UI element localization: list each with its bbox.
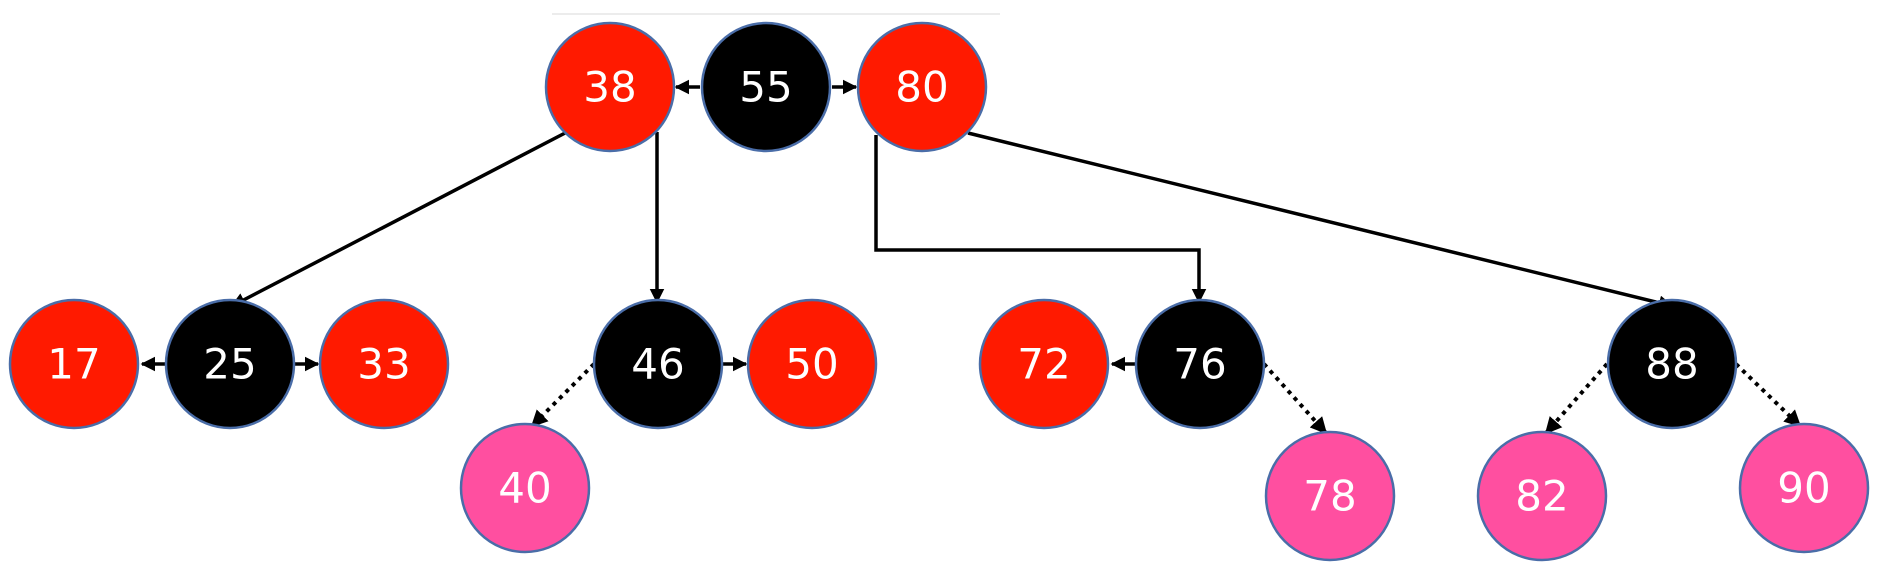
- node-label: 50: [785, 340, 838, 389]
- node-circle: [544, 21, 676, 153]
- node-76: 76: [1134, 298, 1266, 430]
- node-label: 90: [1777, 464, 1830, 513]
- node-50: 50: [746, 298, 878, 430]
- edge-38-25: [230, 130, 568, 308]
- node-25: 25: [164, 298, 296, 430]
- node-circle: [1264, 430, 1396, 562]
- node-90: 90: [1738, 422, 1870, 554]
- node-label: 82: [1515, 472, 1568, 521]
- edge-76-78: [1262, 362, 1328, 435]
- node-label: 78: [1303, 472, 1356, 521]
- node-circle: [700, 21, 832, 153]
- node-circle: [459, 422, 591, 554]
- node-17: 17: [8, 298, 140, 430]
- edge-80-88: [967, 131, 1674, 310]
- node-46: 46: [592, 298, 724, 430]
- node-label: 72: [1017, 340, 1070, 389]
- node-label: 40: [498, 464, 551, 513]
- node-label: 38: [583, 63, 636, 112]
- node-circle: [856, 21, 988, 153]
- node-label: 88: [1645, 340, 1698, 389]
- node-label: 46: [631, 340, 684, 389]
- node-55: 55: [700, 21, 832, 153]
- node-circle: [164, 298, 296, 430]
- node-label: 17: [47, 340, 100, 389]
- node-40: 40: [459, 422, 591, 554]
- node-circle: [746, 298, 878, 430]
- node-label: 33: [357, 340, 410, 389]
- nodes: 38 55 80 17 25 33 46 50: [8, 21, 1870, 562]
- node-circle: [1738, 422, 1870, 554]
- node-82: 82: [1476, 430, 1608, 562]
- node-label: 76: [1173, 340, 1226, 389]
- node-label: 25: [203, 340, 256, 389]
- node-circle: [1606, 298, 1738, 430]
- node-label: 55: [739, 63, 792, 112]
- node-circle: [1134, 298, 1266, 430]
- edge-46-40: [530, 362, 596, 428]
- node-88: 88: [1606, 298, 1738, 430]
- edges: [140, 79, 1802, 435]
- node-72: 72: [978, 298, 1110, 430]
- node-78: 78: [1264, 430, 1396, 562]
- node-circle: [592, 298, 724, 430]
- edge-80-76: [874, 135, 1207, 304]
- node-label: 80: [895, 63, 948, 112]
- node-circle: [8, 298, 140, 430]
- node-80: 80: [856, 21, 988, 153]
- node-38: 38: [544, 21, 676, 153]
- node-circle: [1476, 430, 1608, 562]
- node-33: 33: [318, 298, 450, 430]
- node-circle: [978, 298, 1110, 430]
- edge-88-90: [1734, 362, 1802, 428]
- edge-88-82: [1544, 362, 1609, 435]
- node-circle: [318, 298, 450, 430]
